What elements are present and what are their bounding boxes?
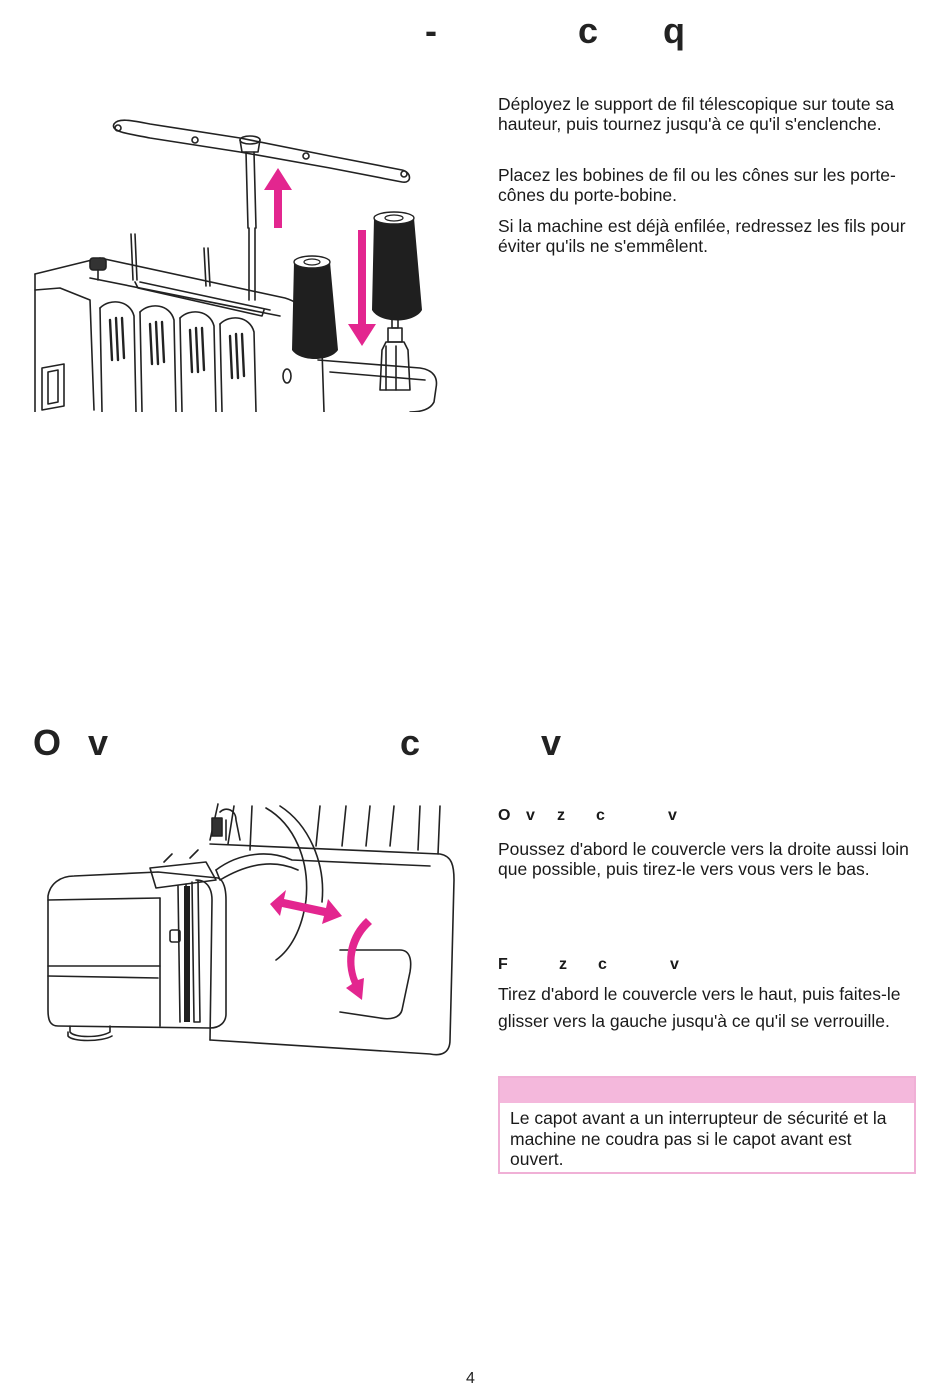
open-heading-glyph: v (668, 807, 677, 824)
close-heading-glyph: c (598, 956, 607, 973)
thread-stand-illustration (34, 119, 438, 412)
open-cover-instruction: Poussez d'abord le couvercle vers la dro… (498, 839, 909, 879)
section2-title-glyph: v (88, 722, 109, 763)
safety-note-text: Le capot avant a un interrupteur de sécu… (510, 1108, 887, 1169)
open-heading-glyph: v (526, 807, 535, 824)
safety-note-header (500, 1078, 914, 1103)
stand-instruction-2: Placez les bobines de fil ou les cônes s… (498, 165, 896, 205)
section1-title-glyph: q (663, 10, 685, 51)
stand-instruction-3: Si la machine est déjà enfilée, redresse… (498, 216, 906, 256)
front-cover-illustration (47, 803, 455, 1056)
section2-title-glyph: c (400, 722, 421, 763)
section1-title-glyph: - (425, 10, 437, 51)
close-heading-glyph: z (559, 956, 567, 973)
close-cover-instruction: Tirez d'abord le couvercle vers le haut,… (498, 984, 901, 1031)
close-heading-glyph: F (498, 956, 508, 973)
open-heading-glyph: c (596, 807, 605, 824)
close-heading-glyph: v (670, 956, 679, 973)
stand-instruction-1: Déployez le support de fil télescopique … (498, 94, 894, 134)
open-heading-glyph: O (498, 807, 511, 824)
safety-note-box: Le capot avant a un interrupteur de sécu… (498, 1076, 916, 1174)
open-heading-glyph: z (557, 807, 565, 824)
section2-title-glyph: O (33, 722, 62, 763)
page-number: 4 (466, 1370, 475, 1385)
section2-title-glyph: v (541, 722, 562, 763)
section1-title-glyph: c (578, 10, 599, 51)
